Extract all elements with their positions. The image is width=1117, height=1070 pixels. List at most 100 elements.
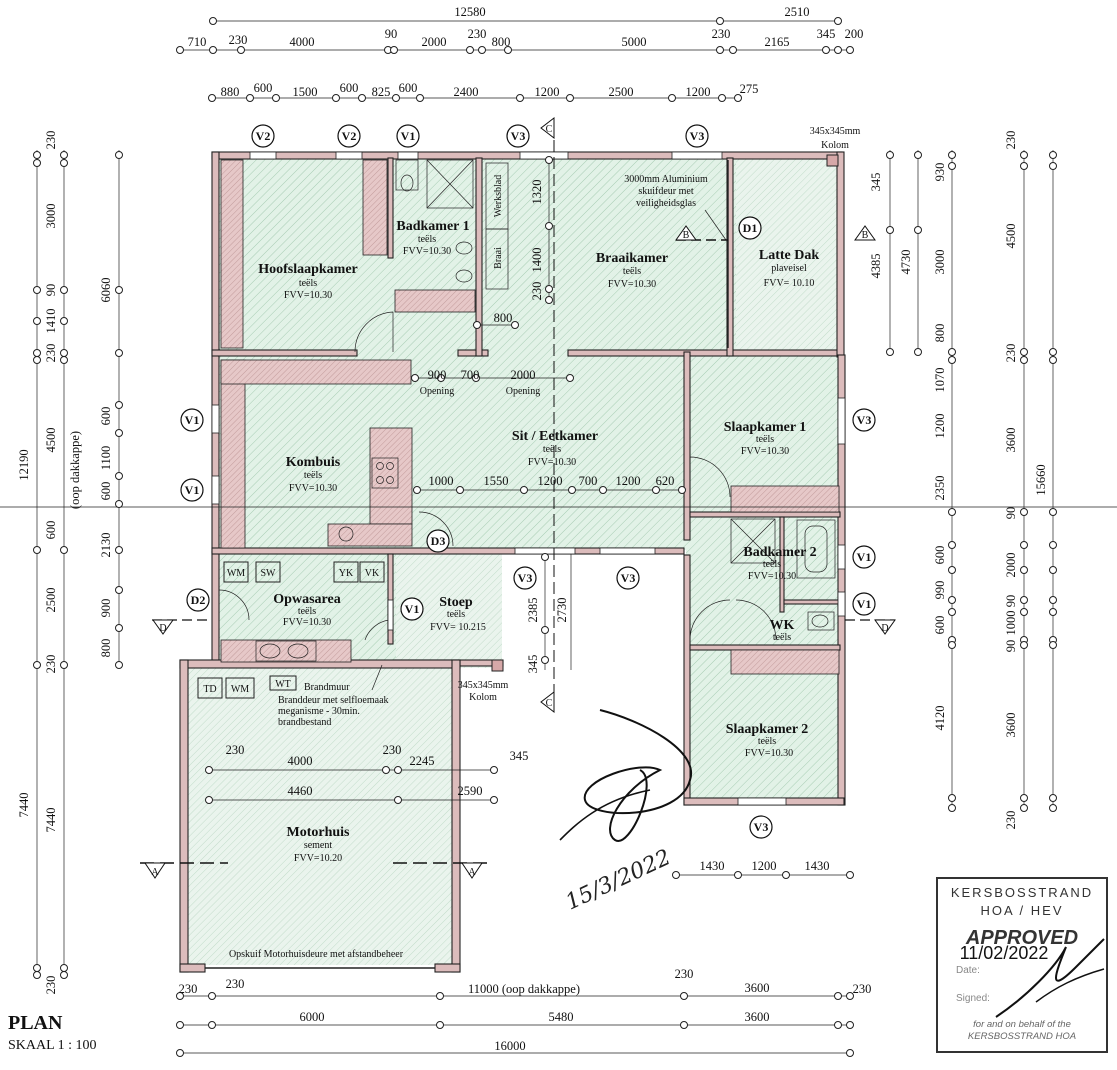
- svg-text:2400: 2400: [454, 85, 479, 99]
- window-door-tags: V2 V2 V1 V3 V3 D1 V1 V1 V3 D3 D2 V1 V3 V…: [180, 124, 876, 839]
- dimension-node: [1049, 566, 1057, 574]
- svg-text:800: 800: [494, 311, 513, 325]
- stamp-approved: APPROVED: [965, 927, 1079, 949]
- svg-text:FVV= 10.10: FVV= 10.10: [764, 278, 815, 289]
- dimension-node: [541, 626, 549, 634]
- dimension-labels: 12580 2510 710 230 4000 90 2000 230 800 …: [17, 5, 1048, 1053]
- svg-text:1200: 1200: [535, 85, 560, 99]
- dimension-node: [652, 486, 660, 494]
- dimension-node: [208, 1021, 216, 1029]
- dimension-node: [834, 1021, 842, 1029]
- dimension-node: [834, 46, 842, 54]
- dimension-node: [1049, 162, 1057, 170]
- svg-text:1070: 1070: [933, 368, 947, 393]
- svg-text:230: 230: [229, 33, 248, 47]
- dimension-node: [568, 486, 576, 494]
- dimension-node: [115, 546, 123, 554]
- svg-text:V3: V3: [690, 129, 705, 143]
- svg-text:teëls: teëls: [304, 470, 322, 481]
- brandmuur-label: Brandmuur: [304, 682, 350, 693]
- svg-text:D2: D2: [191, 593, 206, 607]
- svg-text:230: 230: [179, 982, 198, 996]
- svg-text:600: 600: [933, 546, 947, 565]
- dimension-node: [394, 796, 402, 804]
- room-sit-eetkamer: Sit / Eetkamer teëls FVV=10.30: [512, 429, 598, 468]
- svg-text:1410: 1410: [44, 309, 58, 334]
- dimension-node: [1020, 162, 1028, 170]
- sliding-door-note-2: skuifdeur met: [638, 186, 693, 197]
- svg-text:FVV=10.30: FVV=10.30: [748, 571, 796, 582]
- dimension-node: [511, 321, 519, 329]
- fixture-wm2: WM: [231, 684, 249, 695]
- dimension-node: [520, 486, 528, 494]
- svg-text:4500: 4500: [44, 428, 58, 453]
- svg-text:2500: 2500: [609, 85, 634, 99]
- svg-text:Latte Dak: Latte Dak: [759, 248, 819, 263]
- svg-text:345: 345: [526, 655, 540, 674]
- svg-text:620: 620: [656, 474, 675, 488]
- svg-text:V3: V3: [511, 129, 526, 143]
- dimension-node: [599, 486, 607, 494]
- dimension-node: [1049, 608, 1057, 616]
- svg-text:230: 230: [1004, 344, 1018, 363]
- dimension-node: [33, 356, 41, 364]
- tag-v1-opwas: V1: [400, 597, 424, 621]
- dimension-node: [1049, 596, 1057, 604]
- svg-text:5000: 5000: [622, 35, 647, 49]
- svg-text:230: 230: [226, 977, 245, 991]
- room-braaikamer: Braaikamer teëls FVV=10.30: [596, 251, 668, 290]
- svg-text:90: 90: [44, 284, 58, 297]
- stamp-line2: HOA / HEV: [980, 903, 1064, 918]
- svg-text:200: 200: [845, 27, 864, 41]
- dimension-node: [948, 348, 956, 356]
- dimension-node: [60, 546, 68, 554]
- svg-text:teëls: teëls: [623, 266, 641, 277]
- sliding-door-note-1: 3000mm Aluminium: [624, 174, 708, 185]
- dimension-node: [1049, 641, 1057, 649]
- svg-text:230: 230: [226, 743, 245, 757]
- section-c-top: C: [546, 124, 553, 135]
- svg-text:V2: V2: [342, 129, 357, 143]
- svg-text:2245: 2245: [410, 754, 435, 768]
- svg-text:V1: V1: [185, 413, 200, 427]
- roof-span-label: 11000 (oop dakkappe): [468, 982, 580, 996]
- tag-v3-bed1: V3: [852, 408, 876, 432]
- dimension-node: [504, 46, 512, 54]
- room-labels: Hoofslaapkamer teëls FVV=10.30 Badkamer …: [258, 219, 819, 864]
- svg-text:600: 600: [44, 521, 58, 540]
- dimension-node: [948, 596, 956, 604]
- svg-text:V1: V1: [857, 550, 872, 564]
- room-opwasarea: Opwasarea teëls FVV=10.30: [273, 592, 340, 628]
- dimension-node: [208, 94, 216, 102]
- dimension-node: [1020, 641, 1028, 649]
- dimension-node: [1049, 541, 1057, 549]
- svg-text:1200: 1200: [933, 414, 947, 439]
- dimension-node: [115, 286, 123, 294]
- fire-door-note-1: Branddeur met selfloemaak: [278, 695, 389, 706]
- room-motorhuis: Motorhuis sement FVV=10.20: [287, 825, 351, 864]
- interior-fixtures: [205, 151, 846, 969]
- dimension-node: [115, 624, 123, 632]
- dimension-node: [411, 374, 419, 382]
- dimension-node: [382, 766, 390, 774]
- svg-text:230: 230: [675, 967, 694, 981]
- svg-text:230: 230: [1004, 131, 1018, 150]
- section-d-right: D: [881, 623, 888, 634]
- room-stoep: Stoep teëls FVV= 10.215: [430, 595, 486, 633]
- svg-text:700: 700: [461, 368, 480, 382]
- garage-door-note: Opskuif Motorhuisdeure met afstandbeheer: [229, 949, 404, 960]
- dimension-node: [392, 94, 400, 102]
- fixture-vk: VK: [365, 568, 380, 579]
- dimension-node: [680, 992, 688, 1000]
- svg-text:Stoep: Stoep: [439, 595, 473, 610]
- svg-text:Hoofslaapkamer: Hoofslaapkamer: [258, 262, 358, 277]
- svg-text:plaveisel: plaveisel: [771, 263, 807, 274]
- fixture-td: TD: [203, 684, 216, 695]
- dimension-node: [33, 971, 41, 979]
- fixture-wt: WT: [275, 679, 291, 690]
- dimension-node: [782, 871, 790, 879]
- svg-text:V1: V1: [857, 597, 872, 611]
- dimension-node: [545, 156, 553, 164]
- fixture-yk: YK: [339, 568, 354, 579]
- svg-text:4460: 4460: [288, 784, 313, 798]
